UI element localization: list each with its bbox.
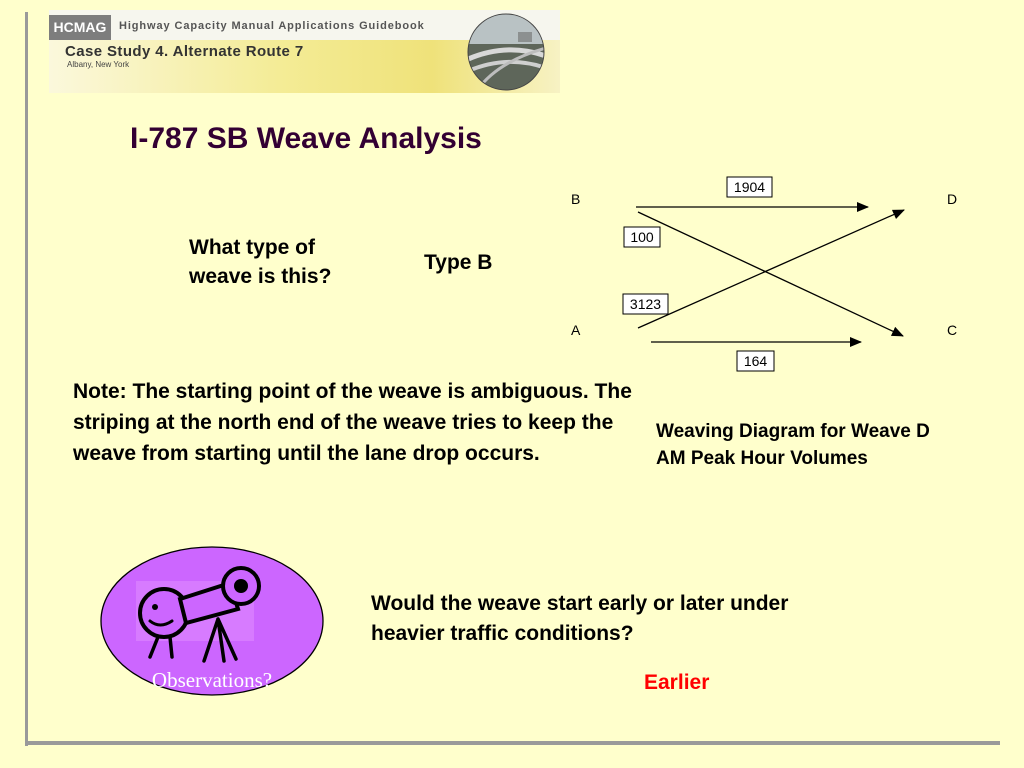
volume-a-to-c: 164	[744, 353, 768, 369]
telescope-figure-icon	[138, 566, 261, 663]
observations-graphic	[100, 546, 324, 696]
weave-type-question: What type of weave is this?	[189, 233, 399, 291]
volume-b-to-d: 1904	[734, 179, 765, 195]
flow-b-to-c	[637, 211, 904, 337]
case-study-location: Albany, New York	[67, 60, 130, 69]
weave-start-note: Note: The starting point of the weave is…	[73, 380, 632, 465]
heavier-traffic-question: Would the weave start early or later und…	[371, 592, 789, 645]
header-banner: HCMAG Highway Capacity Manual Applicatio…	[49, 10, 560, 93]
volume-box-a-to-c	[736, 350, 775, 372]
node-label-c: C	[947, 322, 957, 338]
slide-frame-left	[25, 12, 28, 746]
weave-type-question-line1: What type of	[189, 236, 315, 259]
highway-interchange-photo	[467, 13, 545, 91]
observations-label: Observations?	[151, 668, 273, 692]
guidebook-title: Highway Capacity Manual Applications Gui…	[119, 20, 425, 32]
hcmag-logo: HCMAG	[49, 15, 111, 40]
heavier-traffic-answer: Earlier	[644, 671, 710, 694]
weaving-diagram: B A D C 1904 100 3123 164	[571, 176, 957, 372]
flow-a-to-d	[637, 209, 905, 329]
weave-type-question-line2: weave is this?	[189, 265, 332, 288]
slide-frame-bottom	[25, 741, 1000, 745]
volume-box-b-to-c	[623, 226, 661, 248]
node-label-d: D	[947, 191, 957, 207]
diagram-caption: Weaving Diagram for Weave D AM Peak Hour…	[656, 421, 930, 469]
node-label-a: A	[571, 322, 581, 338]
slide-title: I-787 SB Weave Analysis	[130, 122, 482, 155]
volume-box-a-to-d	[622, 293, 669, 315]
volume-box-b-to-d	[726, 176, 773, 198]
volume-b-to-c: 100	[630, 229, 654, 245]
weave-type-answer: Type B	[424, 251, 493, 274]
volume-a-to-d: 3123	[630, 296, 661, 312]
case-study-title: Case Study 4. Alternate Route 7	[65, 43, 304, 60]
node-label-b: B	[571, 191, 580, 207]
